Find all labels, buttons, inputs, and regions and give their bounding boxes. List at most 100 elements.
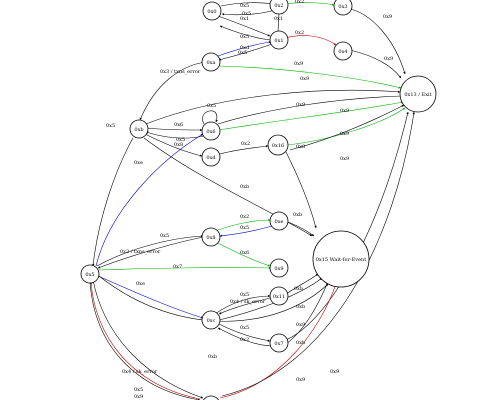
edge-label-e16: 0x6 [174, 122, 183, 128]
edge-e27 [143, 137, 313, 237]
edge-label-e12: 0xd [240, 45, 250, 51]
edge-label-e22: 0x2 [241, 141, 250, 147]
node-label-0x2: 0x2 [274, 3, 283, 9]
node-0x16[interactable]: 0x16 [267, 134, 289, 156]
node-label-0x0: 0x0 [207, 9, 216, 15]
edge-label-e47: 0xb [208, 354, 217, 360]
edge-label-e27: 0xb [240, 184, 249, 190]
edge-label-e48: 0x9 [296, 377, 305, 383]
node-0x11[interactable]: 0x11 [269, 286, 289, 306]
edge-label-e40: 0xb [294, 286, 303, 292]
edge-label-e21: 0x5 [176, 137, 185, 143]
edge-label-e26: 0xe [134, 160, 143, 166]
node-0xe[interactable]: 0xe [269, 211, 289, 231]
edge-e36 [218, 297, 271, 315]
edge-label-e4: 0x5 [242, 11, 251, 17]
edge-label-e44: 0x4 / sk_error [122, 369, 158, 375]
edge-label-e31: 0x5 [240, 225, 249, 231]
edge-label-e32: 0x3 / txns_error [120, 249, 161, 255]
node-0x9[interactable]: 0x9 [269, 258, 289, 278]
edge-label-e34: 0x7 [173, 264, 182, 270]
node-label-0x9: 0x9 [274, 266, 283, 272]
node-label-0x16: 0x16 [272, 143, 284, 149]
edge-e44 [92, 279, 204, 399]
edge-label-e41: 0xb [296, 304, 305, 310]
node-0x5[interactable]: 0x5 [80, 264, 100, 284]
edge-e39 [217, 327, 272, 347]
edge-label-e30: 0xb [293, 212, 302, 218]
edge-e25 [289, 104, 405, 151]
edge-label-e6: 0x5 [240, 34, 249, 40]
node-0xc[interactable]: 0xc [201, 310, 221, 330]
node-label-0x6: 0x6 [206, 129, 215, 135]
node-0x2[interactable]: 0x2 [269, 0, 289, 15]
edge-e4 [221, 9, 276, 16]
edge-e43 [285, 281, 329, 345]
node-label-0xb: 0xb [134, 127, 143, 133]
edge-e48 [219, 283, 337, 399]
edge-e32 [96, 234, 204, 267]
edge-label-e24: 0x8 [296, 144, 305, 150]
edge-e28 [97, 236, 204, 269]
node-0xa[interactable]: 0xa [201, 52, 221, 72]
node-label-0x11: 0x11 [273, 294, 285, 300]
edge-e33 [215, 241, 271, 267]
node-0xd[interactable]: 0xd [201, 147, 221, 167]
edge-label-e36: 0x4 / sk_error [230, 299, 266, 305]
edge-e47 [98, 275, 329, 322]
node-0x6[interactable]: 0x6 [201, 121, 221, 141]
edge-e34 [98, 266, 272, 271]
edge-label-e2: 0x1 [240, 16, 249, 22]
node-label-0xc: 0xc [207, 318, 216, 324]
edge-e9 [349, 49, 402, 79]
edge-e26 [95, 133, 204, 267]
node-0x0[interactable]: 0x0 [202, 1, 222, 21]
node-0x4[interactable]: 0x4 [333, 41, 353, 61]
edge-label-e38: 0x5 [240, 325, 249, 331]
edge-e16 [146, 127, 203, 132]
edge-e14 [145, 89, 401, 125]
node-bottom-partial[interactable] [202, 395, 220, 400]
node-0x8[interactable]: 0x8 [201, 227, 221, 247]
edge-e38 [218, 323, 271, 342]
edges-layer [89, 2, 415, 400]
edge-label-e25: 0x9 [340, 156, 349, 162]
edge-e29 [217, 218, 271, 231]
edge-e30 [287, 221, 315, 237]
edge-label-e42: 0x9 [296, 322, 305, 328]
edge-e45 [89, 281, 201, 400]
node-0x3[interactable]: 0x3 [333, 0, 353, 16]
node-label-0x1: 0x1 [274, 38, 283, 44]
edge-label-e11: 0x3 / txns_error [160, 69, 201, 75]
node-0x13-exit[interactable]: 0x13 / Exit [399, 75, 437, 113]
edge-label-e1: 0x5 [240, 3, 249, 9]
node-0x7[interactable]: 0x7 [269, 333, 289, 353]
edge-label-e8: 0x2 [295, 30, 304, 36]
edge-label-e35: 0xe [136, 281, 145, 287]
edge-label-e5: 0x9 [383, 14, 392, 20]
edge-label-e19: 0x5 [207, 103, 216, 109]
node-0x1[interactable]: 0x1 [269, 30, 289, 50]
node-0xb[interactable]: 0xb [129, 119, 149, 139]
node-label-0x4: 0x4 [338, 49, 347, 55]
edge-label-e9: 0x9 [384, 56, 393, 62]
node-label-0xd: 0xd [206, 155, 216, 161]
edge-e22 [219, 145, 269, 155]
node-0x15-wait-for-event[interactable]: 0x15 Wait-for-Event [312, 230, 370, 288]
edge-label-e45: 0x5 [134, 387, 143, 393]
edge-e20 [218, 101, 404, 131]
edge-label-e15: 0x5 [106, 123, 115, 129]
edge-e17 [144, 133, 203, 157]
edge-label-e23: 0x9 [340, 131, 349, 137]
edge-e12 [217, 41, 272, 57]
node-label-0x15: 0x15 Wait-for-Event [316, 257, 367, 263]
edge-label-e28: 0x5 [160, 233, 169, 239]
node-label-0x3: 0x3 [338, 4, 347, 10]
edge-label-e49: 0x9 [330, 369, 339, 375]
edge-e5 [349, 8, 406, 75]
edge-e6 [219, 25, 271, 41]
edge-label-e46: 0x9 [134, 394, 143, 400]
edge-e24 [285, 151, 317, 229]
edge-label-e29: 0x2 [240, 214, 249, 220]
node-label-0xe: 0xe [275, 219, 284, 225]
